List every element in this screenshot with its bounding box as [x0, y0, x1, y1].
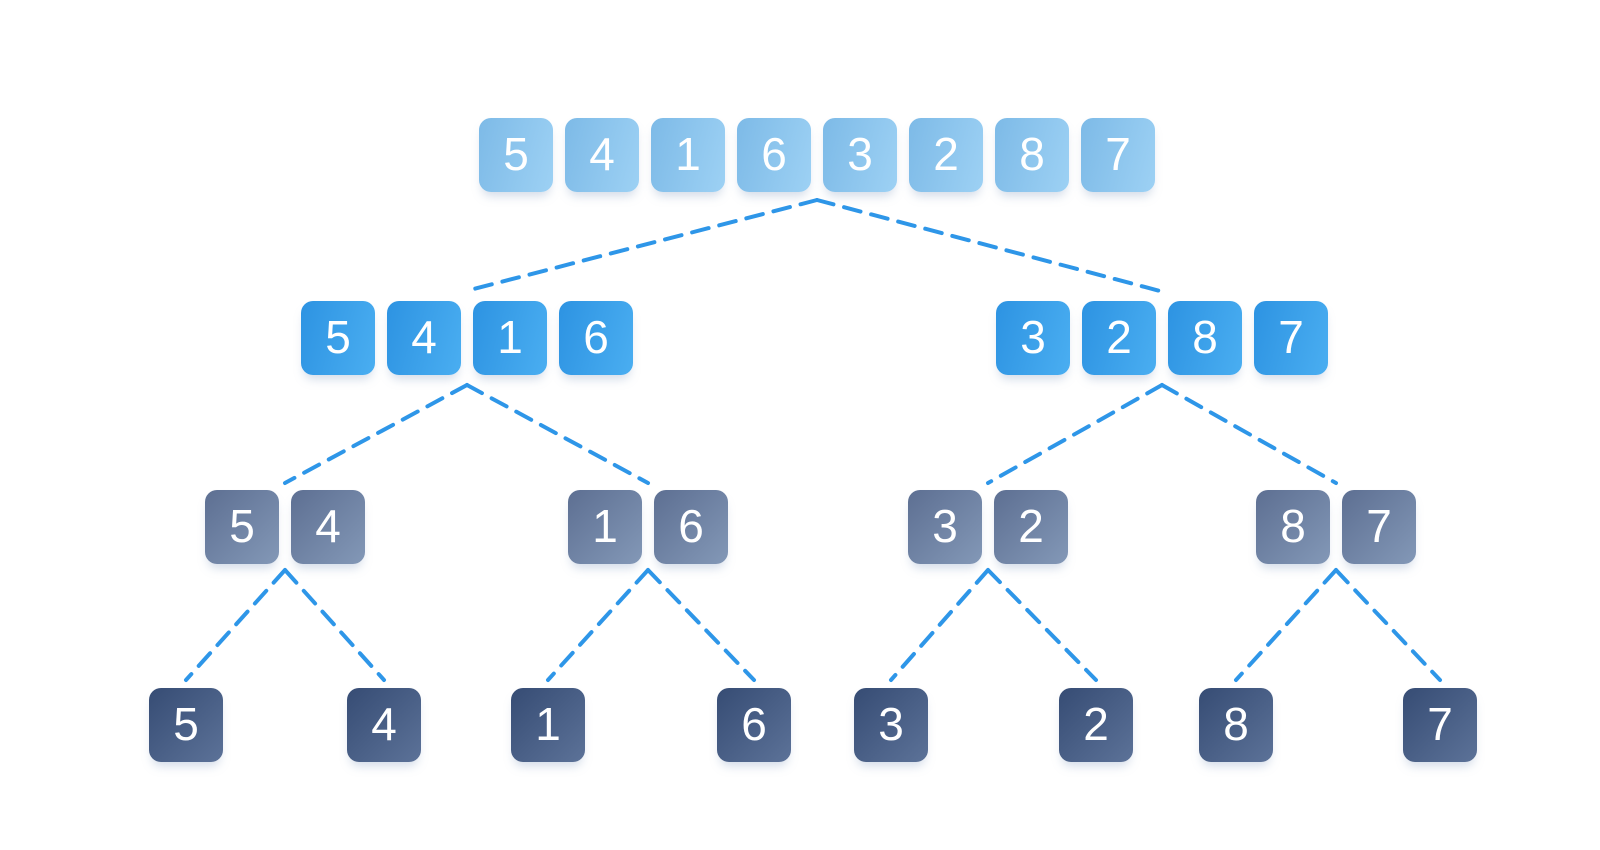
cell-l3-7: 7 — [1342, 490, 1416, 564]
cell-l2-8: 8 — [1168, 301, 1242, 375]
cell-l3-6: 6 — [654, 490, 728, 564]
cell-l1-8: 8 — [995, 118, 1069, 192]
cell-l1-4: 4 — [565, 118, 639, 192]
array-group-1: 1 — [511, 688, 585, 762]
connector-line — [1234, 568, 1338, 682]
array-group-8: 8 — [1199, 688, 1273, 762]
cell-l1-1: 1 — [651, 118, 725, 192]
cell-l2-1: 1 — [473, 301, 547, 375]
connector-line — [986, 568, 1098, 682]
cell-l2-3: 3 — [996, 301, 1070, 375]
connector-line — [1334, 568, 1442, 682]
cell-l2-6: 6 — [559, 301, 633, 375]
cell-l1-2: 2 — [909, 118, 983, 192]
array-group-4: 4 — [347, 688, 421, 762]
array-group-3: 3 — [854, 688, 928, 762]
array-group-87: 8 7 — [1256, 490, 1416, 564]
connector-line — [184, 568, 287, 682]
connector-line — [646, 568, 756, 682]
connector-line — [1160, 383, 1338, 485]
cell-l1-3: 3 — [823, 118, 897, 192]
cell-l4-8: 8 — [1199, 688, 1273, 762]
cell-l1-7: 7 — [1081, 118, 1155, 192]
connector-line — [283, 568, 386, 682]
array-group-5416: 5 4 1 6 — [301, 301, 633, 375]
cell-l1-6: 6 — [737, 118, 811, 192]
cell-l4-2: 2 — [1059, 688, 1133, 762]
cell-l4-7: 7 — [1403, 688, 1477, 762]
cell-l4-5: 5 — [149, 688, 223, 762]
cell-l3-2: 2 — [994, 490, 1068, 564]
cell-l4-1: 1 — [511, 688, 585, 762]
connector-line — [815, 198, 1162, 293]
array-group-7: 7 — [1403, 688, 1477, 762]
cell-l3-5: 5 — [205, 490, 279, 564]
connector-line — [464, 198, 819, 293]
array-group-2: 2 — [1059, 688, 1133, 762]
array-group-6: 6 — [717, 688, 791, 762]
array-group-3287: 3 2 8 7 — [996, 301, 1328, 375]
array-group-54163287: 5 4 1 6 3 2 8 7 — [479, 118, 1155, 192]
array-group-5: 5 — [149, 688, 223, 762]
connector-line — [986, 383, 1164, 485]
cell-l2-5: 5 — [301, 301, 375, 375]
cell-l4-6: 6 — [717, 688, 791, 762]
connector-line — [546, 568, 650, 682]
connector-line — [465, 383, 650, 485]
connector-line — [889, 568, 990, 682]
cell-l2-4: 4 — [387, 301, 461, 375]
cell-l3-4: 4 — [291, 490, 365, 564]
cell-l3-8: 8 — [1256, 490, 1330, 564]
cell-l2-7: 7 — [1254, 301, 1328, 375]
cell-l3-3: 3 — [908, 490, 982, 564]
connector-line — [283, 383, 469, 485]
cell-l3-1: 1 — [568, 490, 642, 564]
cell-l4-3: 3 — [854, 688, 928, 762]
cell-l1-5: 5 — [479, 118, 553, 192]
array-group-54: 5 4 — [205, 490, 365, 564]
cell-l4-4: 4 — [347, 688, 421, 762]
cell-l2-2: 2 — [1082, 301, 1156, 375]
array-group-16: 1 6 — [568, 490, 728, 564]
array-group-32: 3 2 — [908, 490, 1068, 564]
